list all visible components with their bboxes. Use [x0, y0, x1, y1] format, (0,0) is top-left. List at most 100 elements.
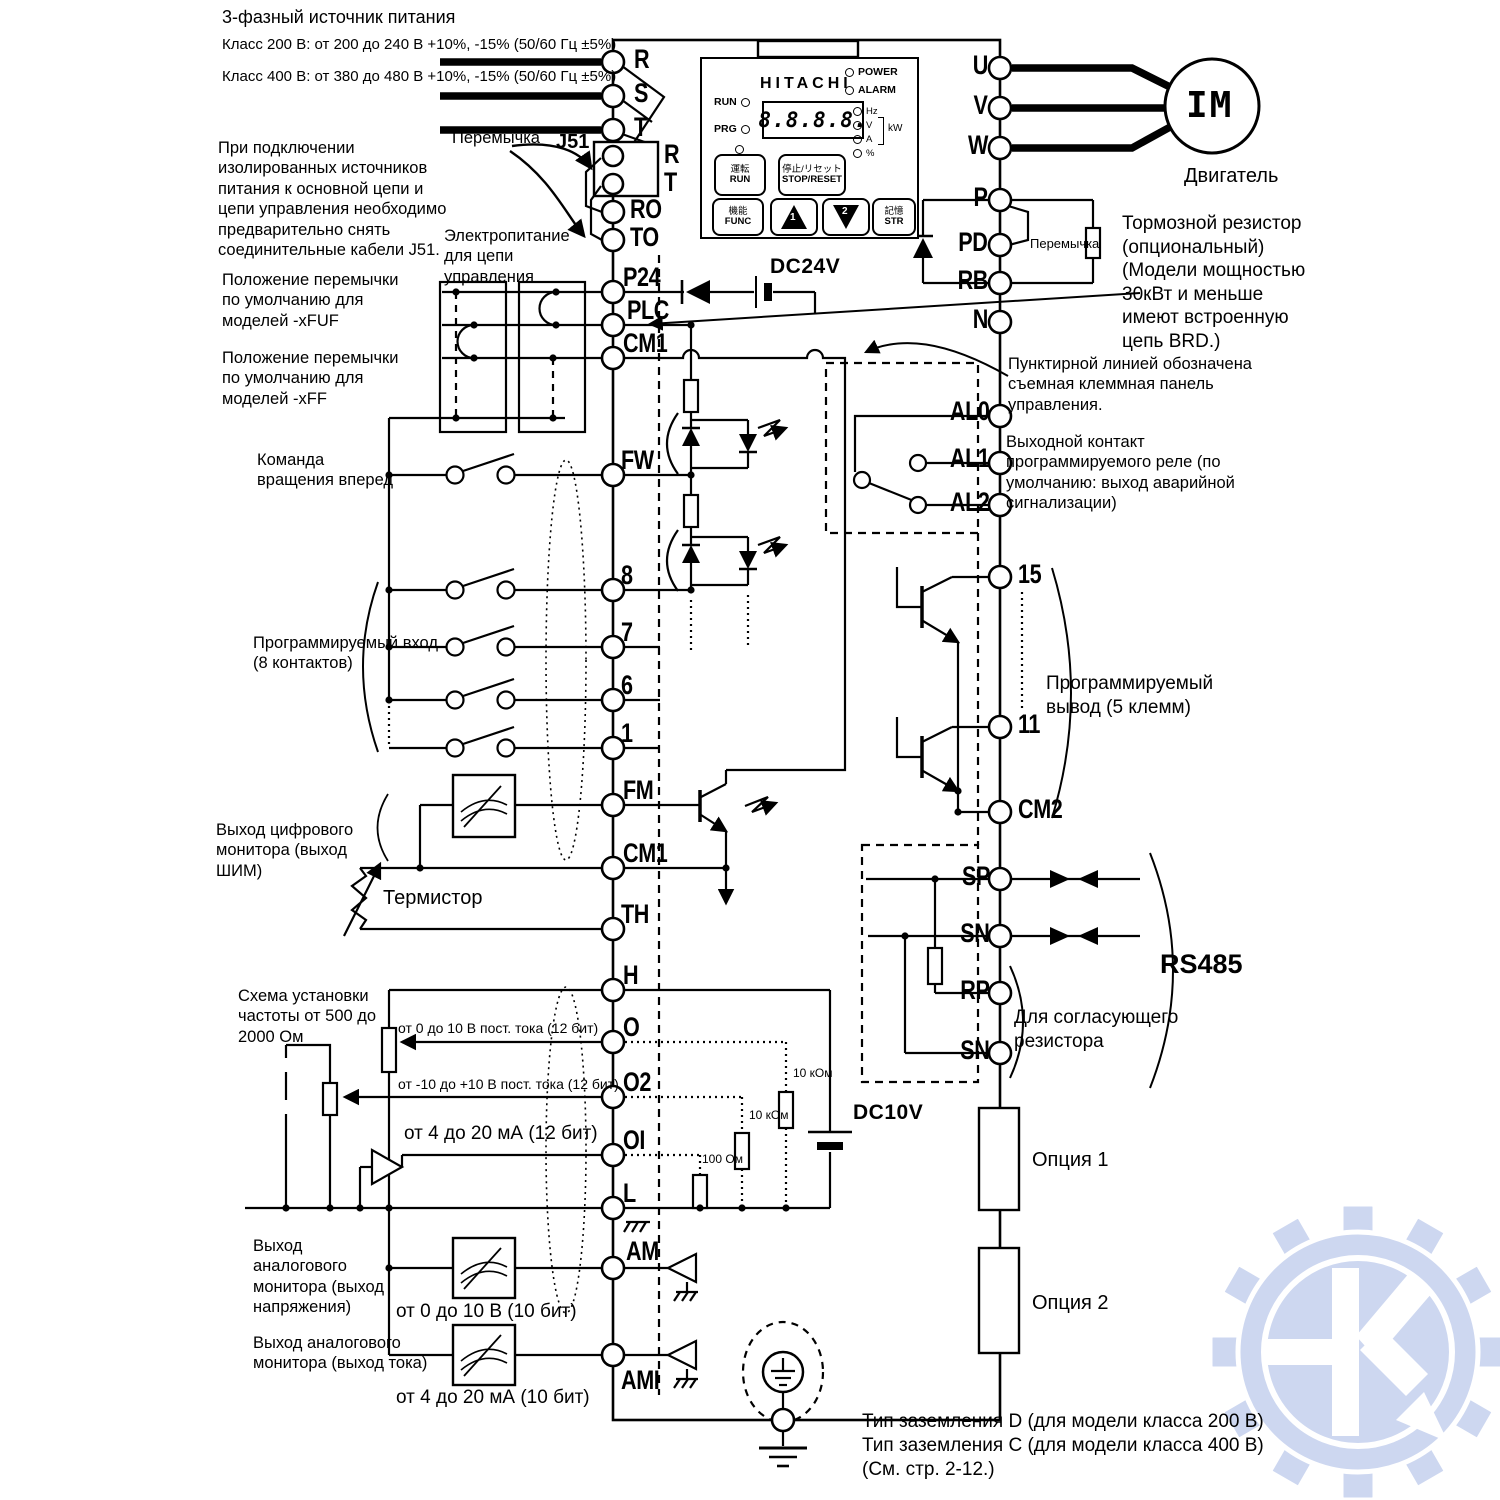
stop-button-jp: 停止/リセット: [782, 164, 842, 176]
terminal-label-sn2: SN: [960, 1035, 991, 1065]
down-arrow-icon: 2: [833, 205, 859, 229]
hz-led-label: Hz: [866, 106, 878, 117]
note-freq-circuit: Схема установки частоты от 500 до 2000 О…: [238, 987, 377, 1046]
note-ground-page: (См. стр. 2-12.): [862, 1459, 995, 1480]
terminal-label-o2: O2: [623, 1067, 652, 1097]
down-arrow-button[interactable]: 2: [822, 198, 870, 236]
terminal-label-rb: RB: [957, 265, 989, 295]
terminal-label-8: 8: [621, 560, 633, 590]
seven-segment-display: 8.8.8.8.: [758, 101, 867, 139]
note-j51: При подключении изолированных источников…: [218, 139, 447, 260]
power-led-icon: [845, 67, 854, 77]
down-button-digit: 2: [842, 206, 848, 217]
stop-button-en: STOP/RESET: [781, 174, 842, 185]
percent-led-label: %: [866, 148, 875, 159]
a-led-label: A: [866, 134, 873, 145]
terminal-label-7: 7: [621, 617, 633, 647]
note-o2-range: от -10 до +10 В пост. тока (12 бит): [398, 1076, 619, 1092]
hz-led-icon: [853, 107, 862, 116]
str-button[interactable]: 記憶 STR: [872, 198, 916, 236]
a-led-icon: [853, 135, 862, 144]
note-term-resistor: Для согласующего резистора: [1014, 1007, 1179, 1052]
str-button-jp: 記憶: [884, 206, 904, 218]
run-button-led-icon: [735, 145, 744, 154]
label-option2: Опция 2: [1032, 1292, 1109, 1314]
terminal-label-l: L: [623, 1178, 636, 1208]
run-button-en: RUN: [729, 174, 751, 185]
watermark-logo-gear: [1207, 1201, 1500, 1500]
power-class-200: Класс 200 В: от 200 до 240 В +10%, -15% …: [222, 36, 617, 53]
up-arrow-button[interactable]: 1: [770, 198, 818, 236]
terminal-label-cm1a: CM1: [623, 328, 668, 358]
power-led-label: POWER: [858, 66, 898, 78]
terminal-label-sp: SP: [961, 861, 990, 891]
alarm-led-icon: [845, 85, 854, 95]
note-am-range: от 0 до 10 В (10 бит): [396, 1301, 577, 1322]
junction-dots: [282, 288, 962, 1272]
terminal-label-11: 11: [1018, 709, 1041, 739]
terminal-label-rp: RP: [960, 975, 991, 1005]
terminal-label-15: 15: [1018, 559, 1042, 589]
note-fw-command: Команда вращения вперед: [257, 451, 394, 490]
terminal-label-to: TO: [630, 222, 659, 252]
note-ground-d: Тип заземления D (для модели класса 200 …: [862, 1411, 1264, 1432]
brake-jumper-label: Перемычка: [1030, 236, 1100, 251]
run-led-label: RUN: [714, 96, 737, 108]
terminal-label-t: T: [634, 112, 647, 142]
note-ami-range: от 4 до 20 мА (10 бит): [396, 1387, 590, 1408]
note-o-range: от 0 до 10 В пост. тока (12 бит): [398, 1020, 599, 1036]
terminal-label-al1: AL1: [950, 443, 990, 473]
run-led-icon: [740, 97, 750, 107]
terminal-circles: [600, 49, 1013, 1433]
operator-keypad: HITACHI POWER ALARM Hz V A % kW RUN PRG …: [700, 57, 919, 239]
terminal-label-ro: RO: [630, 194, 662, 224]
motor-im: IM: [1186, 85, 1234, 126]
prg-led-label: PRG: [714, 123, 737, 135]
terminal-label-al2: AL2: [950, 487, 990, 517]
kw-bracket: [878, 117, 884, 145]
up-button-digit: 1: [790, 212, 796, 223]
terminal-label-fm: FM: [623, 775, 654, 805]
label-dc24v: DC24V: [770, 255, 841, 278]
wiring-layer: [245, 38, 1174, 1468]
terminal-label-v: V: [973, 90, 988, 120]
note-thermistor: Термистор: [383, 887, 483, 909]
alarm-led-label: ALARM: [858, 84, 896, 96]
power-class-400: Класс 400 В: от 380 до 480 В +10%, -15% …: [222, 68, 617, 85]
stop-reset-button[interactable]: 停止/リセット STOP/RESET: [778, 154, 846, 196]
note-brake-resistor: Тормозной резистор (опциональный) (Модел…: [1122, 213, 1306, 352]
terminal-label-pd: PD: [958, 227, 989, 257]
terminal-label-n: N: [972, 304, 989, 334]
terminal-label-ami: AMI: [621, 1365, 660, 1395]
note-prog-input: Программируемый вход (8 контактов): [253, 634, 438, 673]
label-rs485: RS485: [1160, 949, 1243, 979]
terminal-label-h: H: [623, 960, 639, 990]
power-title: 3-фазный источник питания: [222, 7, 456, 27]
terminal-label-oi: OI: [623, 1125, 646, 1155]
terminal-label-am: AM: [626, 1236, 659, 1266]
v-led-icon: [853, 121, 862, 130]
note-analog-i-out: Выход аналогового монитора (выход тока): [253, 1334, 428, 1373]
terminal-label-6: 6: [621, 670, 633, 700]
terminal-label-plc: PLC: [627, 295, 669, 325]
note-prog-output: Программируемый вывод (5 клемм): [1046, 673, 1214, 718]
func-button[interactable]: 機能 FUNC: [712, 198, 764, 236]
func-button-en: FUNC: [724, 216, 752, 227]
keypad-brand: HITACHI: [760, 75, 852, 92]
terminal-label-fw: FW: [621, 445, 654, 475]
note-jumper: Перемычка: [452, 129, 540, 147]
note-ground-c: Тип заземления C (для модели класса 400 …: [862, 1435, 1264, 1456]
terminal-label-j51-r: R: [664, 139, 680, 169]
str-button-en: STR: [884, 216, 904, 227]
func-button-jp: 機能: [728, 206, 748, 218]
terminal-label-cm1b: CM1: [623, 838, 668, 868]
run-button[interactable]: 運転 RUN: [714, 154, 766, 196]
terminal-label-p24: P24: [623, 262, 661, 292]
terminal-label-r: R: [634, 44, 650, 74]
note-analog-v-out: Выход аналогового монитора (выход напряж…: [253, 1237, 384, 1317]
label-resistor-oi: 100 Ом: [702, 1152, 743, 1166]
run-button-jp: 運転: [730, 164, 750, 176]
terminal-label-p: P: [973, 182, 988, 212]
